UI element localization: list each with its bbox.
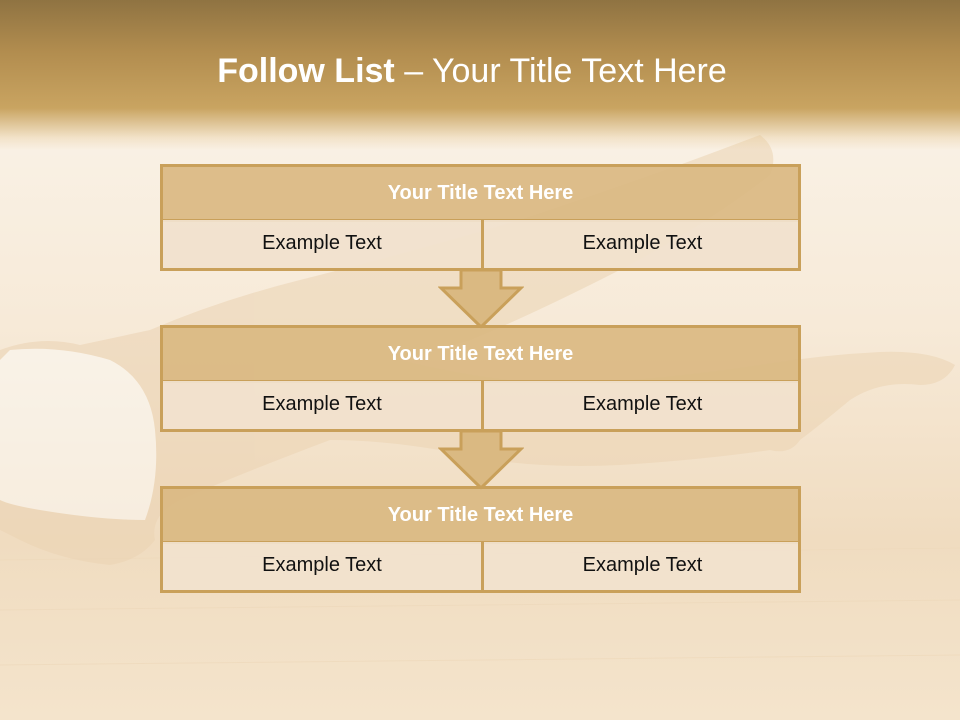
down-arrow-icon: [438, 268, 524, 330]
slide-title-rest: – Your Title Text Here: [394, 52, 727, 90]
step-1-left-text: Example Text: [262, 232, 382, 254]
slide-title-bold: Follow List: [217, 52, 395, 90]
step-2-right-text: Example Text: [481, 381, 801, 429]
step-row-2: Example Text Example Text: [160, 381, 801, 432]
step-title-1: Your Title Text Here: [160, 164, 801, 222]
step-3-left-text: Example Text: [262, 554, 382, 576]
step-row-1: Example Text Example Text: [160, 220, 801, 271]
slide-title: Follow List – Your Title Text Here: [0, 52, 944, 91]
step-title-3: Your Title Text Here: [160, 486, 801, 544]
step-title-2: Your Title Text Here: [160, 325, 801, 383]
header-band: [0, 0, 960, 150]
step-3-right-text: Example Text: [481, 542, 801, 590]
step-2-left-text: Example Text: [262, 393, 382, 415]
down-arrow-icon: [438, 429, 524, 491]
step-1-right-text: Example Text: [481, 220, 801, 268]
step-row-3: Example Text Example Text: [160, 542, 801, 593]
